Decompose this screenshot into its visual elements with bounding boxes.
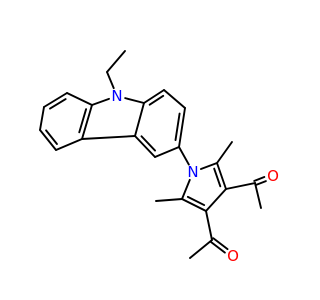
- bond-line: [143, 89, 165, 104]
- bond-line: [134, 135, 156, 158]
- bond-line: [178, 146, 190, 166]
- bond-line-inner: [186, 195, 206, 207]
- bond-line-inner: [78, 108, 88, 134]
- single-bond-acetyl_top_c-acetyl_top_me: [254, 182, 262, 209]
- double-bond-acetyl_bottom_c-acetyl_bottom_o: [209, 237, 229, 254]
- single-bond-left_c9a-left_c8: [66, 92, 93, 106]
- bond-line: [39, 129, 57, 151]
- single-bond-ethyl_ch2-carbazole_n: [106, 71, 115, 90]
- single-bond-pyrrole_c2-methyl_top: [216, 141, 233, 164]
- bond-line: [134, 102, 145, 137]
- bond-line-second: [212, 237, 229, 251]
- bond-line: [91, 97, 110, 106]
- bond-line: [189, 239, 213, 259]
- double-bond-acetyl_top_c-acetyl_top_o: [253, 176, 267, 187]
- single-bond-right_c3-right_c4: [154, 146, 180, 158]
- single-bond-carbazole_n-right_c8a: [124, 97, 145, 104]
- single-bond-pyrrole_c3-acetyl_top_c: [225, 182, 256, 190]
- single-bond-pyrrole_c5-pyrrole_n: [181, 178, 191, 200]
- bond-line-inner: [45, 129, 58, 145]
- bond-line: [178, 107, 186, 148]
- atom-label-acetyl_top_o: O: [267, 167, 279, 185]
- bond-line: [55, 138, 83, 151]
- bond-line-second: [253, 176, 266, 182]
- bond-line: [181, 178, 191, 200]
- bond-line: [216, 162, 227, 190]
- single-bond-pyrrole_c5-methyl_left: [155, 198, 183, 202]
- bond-line: [225, 182, 256, 190]
- single-bond-pyrrole_c4-acetyl_bottom_c: [205, 210, 213, 241]
- bond-line: [209, 240, 226, 254]
- single-bond-right_c3-pyrrole_n: [178, 146, 190, 166]
- bond-line: [81, 135, 136, 140]
- bond-line: [254, 182, 262, 209]
- double-bond-left_c8-left_c7: [43, 92, 68, 110]
- double-bond-pyrrole_c2-pyrrole_c3: [213, 162, 227, 190]
- bond-line: [106, 50, 126, 73]
- single-bond-right_c4a-right_c8a: [134, 102, 145, 137]
- atom-label-layer: N N O O: [111, 87, 279, 265]
- bond-line: [254, 180, 267, 187]
- bond-line: [200, 162, 218, 170]
- bond-line-inner: [213, 167, 222, 188]
- bond-line: [181, 198, 207, 212]
- single-bond-right_c1-right_c2: [163, 89, 186, 109]
- double-bond-left_c4b-left_c9a: [78, 104, 93, 140]
- atom-label-acetyl_bottom_o: O: [227, 247, 239, 265]
- single-bond-left_c4b-right_c4a: [81, 135, 136, 140]
- bond-line-inner: [49, 98, 67, 110]
- double-bond-right_c8a-right_c1: [143, 89, 165, 106]
- double-bond-left_c6-left_c5: [39, 129, 58, 151]
- double-bond-right_c4-right_c4a: [134, 135, 157, 158]
- bond-line: [81, 104, 93, 140]
- bond-line: [43, 92, 68, 108]
- bond-layer: [39, 50, 267, 259]
- bond-line: [66, 92, 93, 106]
- bond-line: [205, 210, 213, 241]
- single-bond-carbazole_n-left_c9a: [91, 97, 110, 106]
- bond-line: [124, 97, 145, 104]
- bond-line: [216, 141, 233, 164]
- molecule-structure-canvas: N N O O: [39, 50, 279, 265]
- bond-line-inner: [148, 94, 165, 106]
- bond-line: [205, 188, 227, 212]
- single-bond-ethyl_ch3-ethyl_ch2: [106, 50, 126, 73]
- bond-line-inner: [174, 112, 181, 142]
- double-bond-pyrrole_c4-pyrrole_c5: [181, 195, 207, 212]
- atom-label-pyrrole_n: N: [187, 163, 198, 181]
- single-bond-left_c7-left_c6: [39, 106, 45, 131]
- single-bond-pyrrole_c3-pyrrole_c4: [205, 188, 227, 212]
- atom-label-carbazole_n: N: [111, 87, 122, 105]
- bond-line: [154, 146, 180, 158]
- single-bond-pyrrole_n-pyrrole_c2: [200, 162, 218, 170]
- double-bond-right_c2-right_c3: [174, 107, 186, 148]
- bond-line-inner: [140, 135, 157, 152]
- bond-line: [106, 71, 115, 90]
- single-bond-acetyl_bottom_c-acetyl_bottom_me: [189, 239, 213, 259]
- bond-line: [155, 198, 183, 202]
- bond-line: [39, 106, 45, 131]
- single-bond-left_c5-left_c4b: [55, 138, 83, 151]
- bond-line: [163, 89, 186, 109]
